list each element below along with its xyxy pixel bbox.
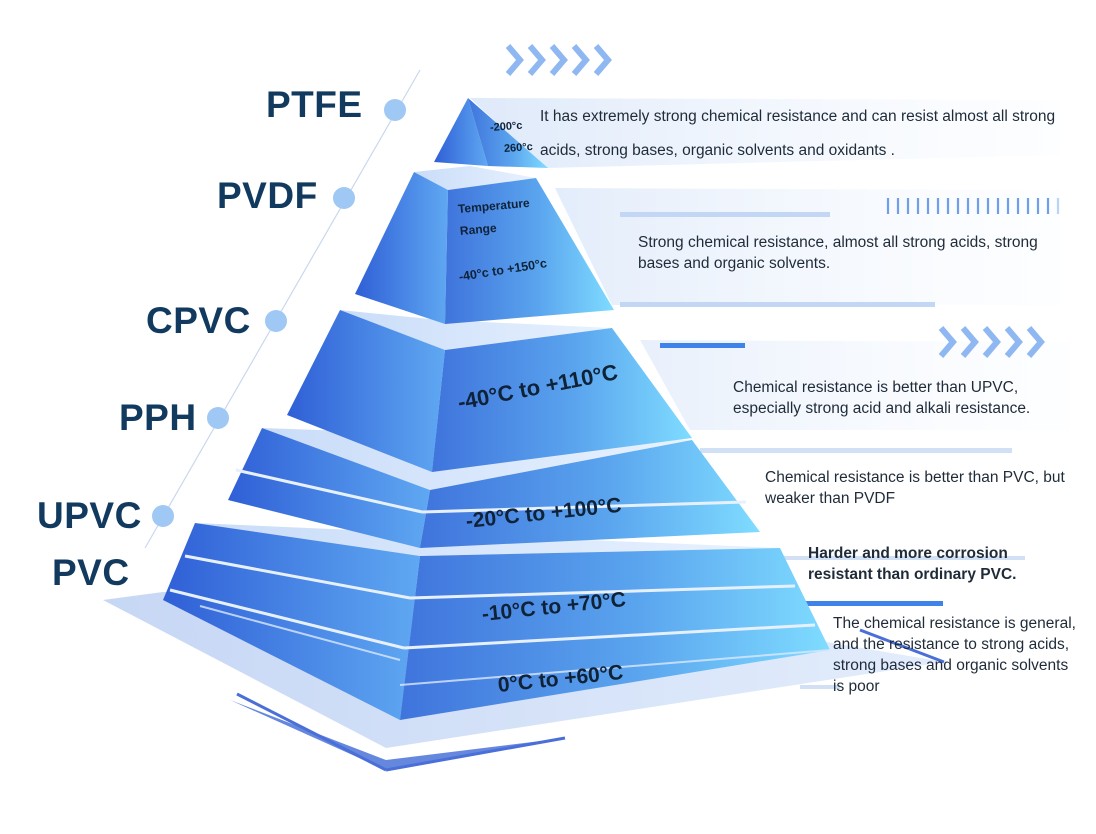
pyramid-tier-pvdf — [355, 166, 614, 324]
chevron-arrows-mid — [938, 326, 1045, 358]
tick-marks — [886, 198, 1060, 214]
description-pvdf: Strong chemical resistance, almost all s… — [638, 234, 1038, 272]
label-pvdf: PVDF — [217, 175, 318, 216]
dot-pvdf — [333, 187, 355, 209]
label-pph: PPH — [119, 397, 197, 438]
label-cpvc: CPVC — [146, 300, 251, 341]
temp-pvdf-heading: Temperature Range — [457, 195, 531, 238]
label-ptfe: PTFE — [266, 84, 363, 125]
description-bands — [470, 98, 1070, 689]
description-ptfe: It has extremely strong chemical resista… — [540, 108, 1056, 159]
dot-upvc — [152, 505, 174, 527]
label-pvc: PVC — [52, 552, 130, 593]
temp-ptfe-low: -200°c — [489, 119, 523, 134]
label-guide-line — [144, 69, 421, 549]
description-upvc: Harder and more corrosion resistant than… — [808, 545, 1017, 583]
label-dots — [152, 99, 406, 527]
temp-ptfe-high: 260°c — [503, 141, 534, 155]
dot-ptfe — [384, 99, 406, 121]
pyramid-tier-ptfe — [434, 98, 548, 168]
pyramid-tier-cpvc — [287, 310, 692, 472]
dot-pph — [207, 407, 229, 429]
description-pvc: The chemical resistance is general, and … — [833, 615, 1076, 695]
dot-cpvc — [265, 310, 287, 332]
description-cpvc: Chemical resistance is better than UPVC,… — [733, 379, 1031, 417]
chevron-arrows-top — [505, 44, 612, 76]
description-pph: Chemical resistance is better than PVC, … — [765, 469, 1065, 507]
label-upvc: UPVC — [37, 495, 142, 536]
